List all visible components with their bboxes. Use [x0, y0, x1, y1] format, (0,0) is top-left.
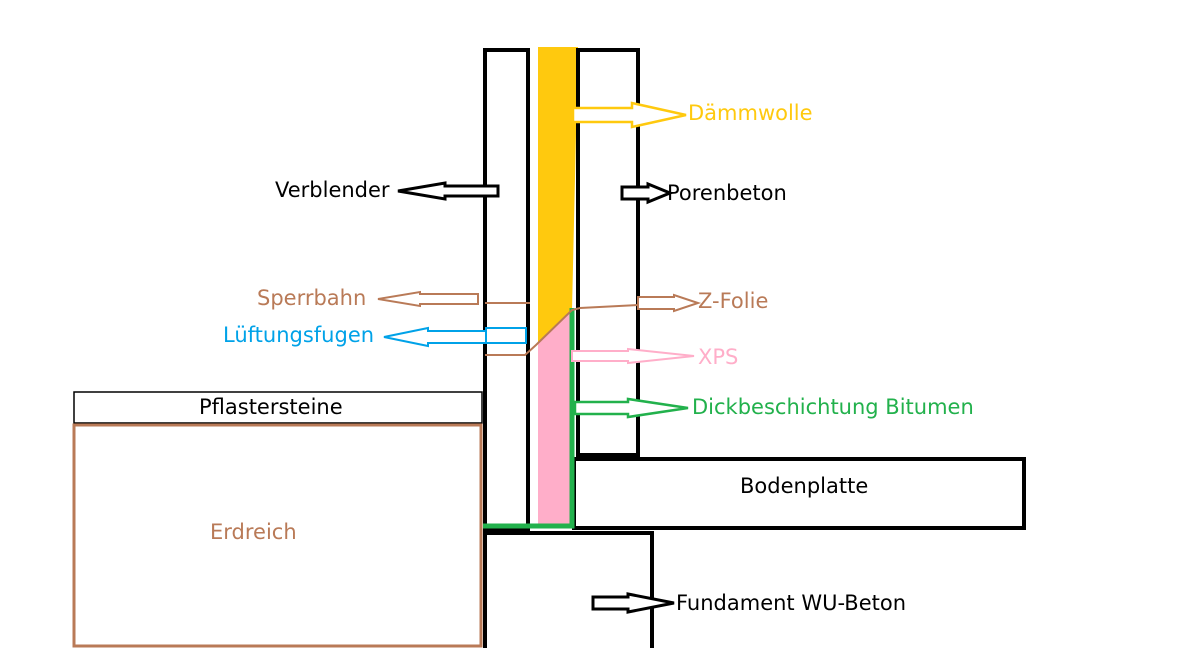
xps-insulation	[538, 310, 572, 527]
label-xps: XPS	[698, 345, 738, 369]
lueftungsfugen-arrow	[383, 326, 487, 348]
bodenplatte-slab	[572, 457, 1026, 530]
label-z-folie: Z-Folie	[698, 289, 768, 313]
label-dickbeschichtung: Dickbeschichtung Bitumen	[692, 395, 974, 419]
bitumen-arrow	[573, 397, 689, 419]
fundament-foundation	[483, 531, 654, 648]
label-fundament: Fundament WU-Beton	[676, 591, 906, 615]
label-erdreich: Erdreich	[210, 520, 297, 544]
lueftungsfugen-opening	[485, 327, 527, 344]
label-verblender: Verblender	[275, 178, 390, 202]
pflastersteine-layer	[73, 391, 483, 424]
erdreich-soil	[72, 423, 483, 648]
verblender-arrow	[397, 181, 500, 201]
verblender-wall	[483, 48, 530, 532]
fundament-arrow	[591, 592, 675, 614]
label-porenbeton: Porenbeton	[667, 181, 787, 205]
sperrbahn-arrow	[377, 290, 479, 308]
label-bodenplatte: Bodenplatte	[740, 474, 868, 498]
label-sperrbahn: Sperrbahn	[257, 286, 366, 310]
daemmwolle-arrow	[571, 101, 687, 129]
label-lueftungsfugen: Lüftungsfugen	[223, 323, 374, 347]
bitumen-coating-line	[483, 308, 575, 529]
z-folie-line	[485, 304, 639, 356]
z-folie-arrow	[637, 293, 702, 313]
daemmwolle-insulation	[538, 47, 578, 343]
label-pflastersteine: Pflastersteine	[199, 395, 343, 419]
porenbeton-arrow	[620, 181, 674, 205]
label-daemmwolle: Dämmwolle	[688, 101, 813, 125]
xps-arrow	[571, 347, 695, 365]
